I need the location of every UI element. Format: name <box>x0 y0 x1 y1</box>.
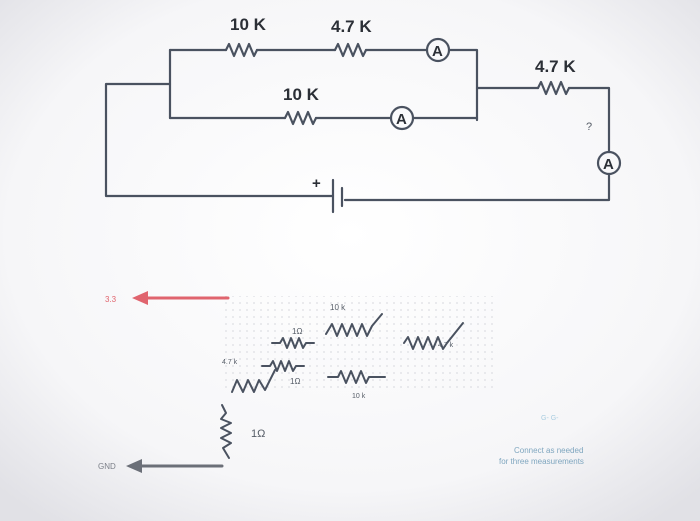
bb-resistor-10k-top <box>325 313 383 337</box>
legend-symbol: G- G- <box>541 415 559 422</box>
bb-resistor-1ohm-mid <box>261 360 305 372</box>
ammeter-top-label: A <box>432 43 443 60</box>
ground-label: GND <box>98 462 116 471</box>
wire-right-down <box>567 86 611 154</box>
resistor-r1-label: 10 K <box>230 15 267 34</box>
bb-label-10k-bottom: 10 k <box>352 393 366 400</box>
resistor-r1-zigzag <box>224 42 259 58</box>
bb-resistor-47k-left <box>231 369 276 393</box>
note-line-1: Connect as needed <box>514 446 583 455</box>
stray-mark: ? <box>586 121 592 133</box>
bb-resistor-1ohm-bottom <box>220 404 232 459</box>
supply-arrow <box>132 291 230 305</box>
wire-right-bottom <box>343 172 611 202</box>
ground-arrow <box>126 459 224 473</box>
ammeter-right-label: A <box>603 156 614 173</box>
resistor-r3-zigzag <box>283 110 318 126</box>
note-line-2: for three measurements <box>499 457 584 466</box>
bb-resistor-10k-bottom <box>327 370 386 384</box>
bb-resistor-47k-right <box>403 322 464 350</box>
resistor-r2-label: 4.7 K <box>331 17 372 36</box>
schematic <box>104 37 622 214</box>
resistor-r4-label: 4.7 K <box>535 57 576 76</box>
battery-plus-label: + <box>312 175 321 192</box>
breadboard-dot-grid <box>225 296 495 392</box>
ammeter-mid-label: A <box>396 111 407 128</box>
bb-label-47k-left: 4.7 k <box>222 359 238 366</box>
supply-label: 3.3 <box>105 295 117 304</box>
resistor-r2-zigzag <box>333 42 368 58</box>
wire-left-outer <box>104 82 335 198</box>
resistor-r3-label: 10 K <box>283 85 320 104</box>
resistor-r4-zigzag <box>536 80 571 96</box>
bb-label-1ohm-mid: 1Ω <box>290 377 300 386</box>
bb-resistor-1ohm-top <box>271 337 315 349</box>
bb-label-1ohm-top: 1Ω <box>292 327 302 336</box>
bb-label-47k-right: 4.7 k <box>438 342 454 349</box>
bb-label-1ohm-bottom: 1Ω <box>251 428 265 440</box>
wire-top-branch-end <box>447 48 479 122</box>
bb-label-10k-top: 10 k <box>330 303 346 312</box>
breadboard-resistors <box>220 313 464 459</box>
